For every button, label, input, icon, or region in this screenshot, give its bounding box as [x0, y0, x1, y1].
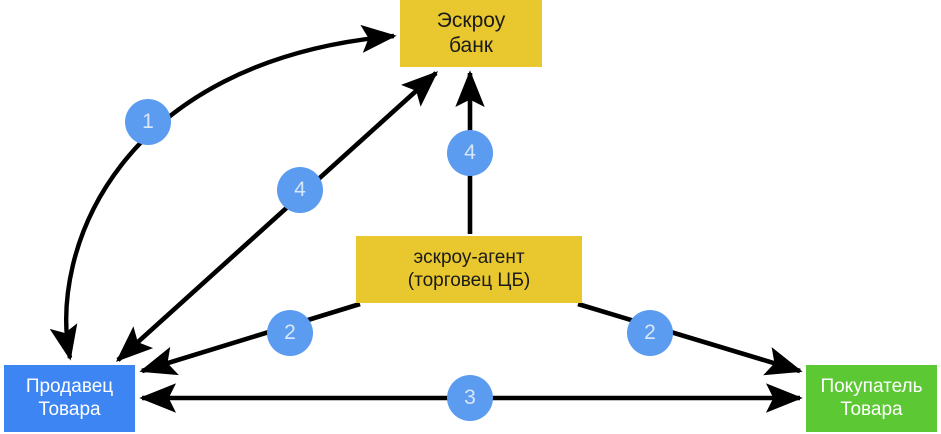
- node-buyer[interactable]: Покупатель Товара: [806, 365, 937, 432]
- step-badge-2-left-label: 2: [284, 321, 296, 344]
- step-badge-2-left: 2: [267, 310, 313, 356]
- node-escrow-bank-label: Эскроу банк: [436, 8, 506, 57]
- step-badge-2-right-label: 2: [644, 321, 656, 344]
- step-badge-1: 1: [125, 99, 171, 145]
- step-badge-1-label: 1: [142, 110, 154, 133]
- step-badge-4-center-label: 4: [464, 141, 476, 164]
- node-escrow-agent[interactable]: эскроу-агент (торговец ЦБ): [356, 236, 582, 303]
- step-badge-2-right: 2: [627, 310, 673, 356]
- edge-2-agent-to-seller: [139, 301, 361, 376]
- node-buyer-label: Покупатель Товара: [820, 376, 923, 420]
- step-badge-3: 3: [447, 375, 493, 421]
- edge-4-seller-to-escrow-bank: [115, 71, 439, 362]
- node-escrow-agent-label: эскроу-агент (торговец ЦБ): [407, 247, 531, 291]
- step-badge-4-center: 4: [447, 130, 493, 176]
- step-badge-4-left-label: 4: [294, 178, 306, 201]
- node-seller-label: Продавец Товара: [25, 376, 114, 420]
- step-badge-3-label: 3: [464, 386, 476, 409]
- node-seller[interactable]: Продавец Товара: [4, 365, 135, 432]
- edge-2-agent-to-buyer: [577, 301, 803, 376]
- step-badge-4-left: 4: [277, 167, 323, 213]
- node-escrow-bank[interactable]: Эскроу банк: [400, 0, 542, 67]
